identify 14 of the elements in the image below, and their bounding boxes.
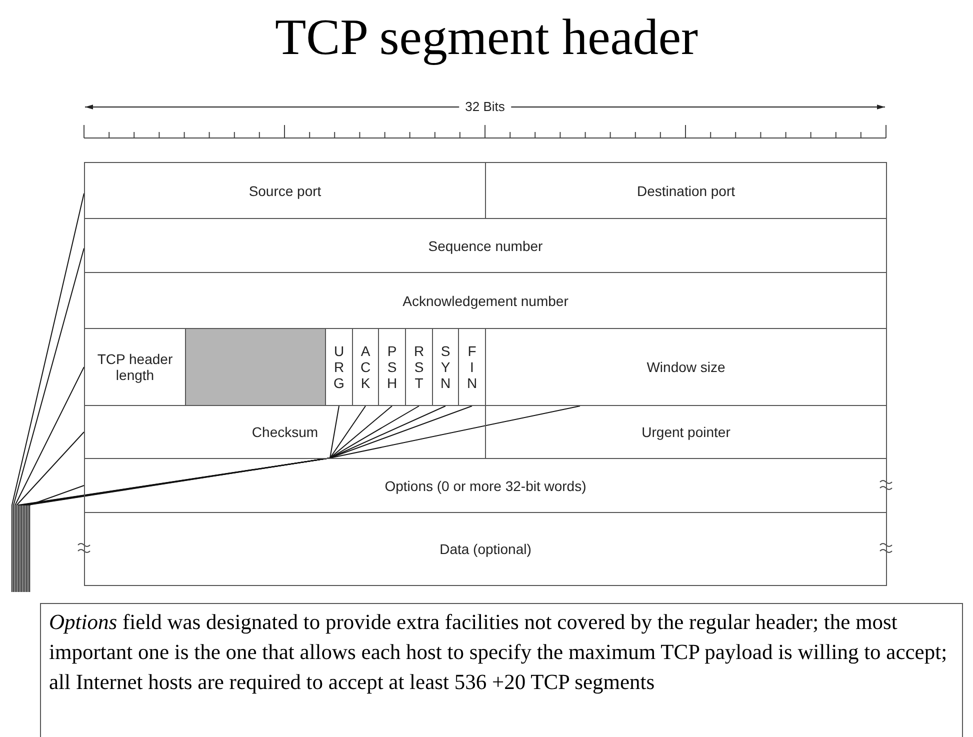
leader-line <box>14 366 84 592</box>
leader-line <box>29 485 84 592</box>
header-field: Options (0 or more 32-bit words) <box>84 458 887 513</box>
leader-line <box>16 432 84 592</box>
leader-line <box>13 248 84 592</box>
shaded-field <box>185 328 326 406</box>
leader-line <box>28 406 580 592</box>
title: TCP segment header <box>275 10 698 66</box>
header-field: Source port <box>84 162 486 219</box>
leader-line <box>12 192 84 592</box>
header-field: Data (optional) <box>84 512 887 586</box>
header-field: Sequence number <box>84 218 887 273</box>
header-field: Destination port <box>485 162 887 219</box>
note-box: Options field was designated to provide extra facilities not covered by the regular header; the most important one is the one that allows each host to specify the maximum TCP payload is willing to accept; all Internet hosts are required to accept at least 536 +20 TCP segments <box>40 603 963 737</box>
